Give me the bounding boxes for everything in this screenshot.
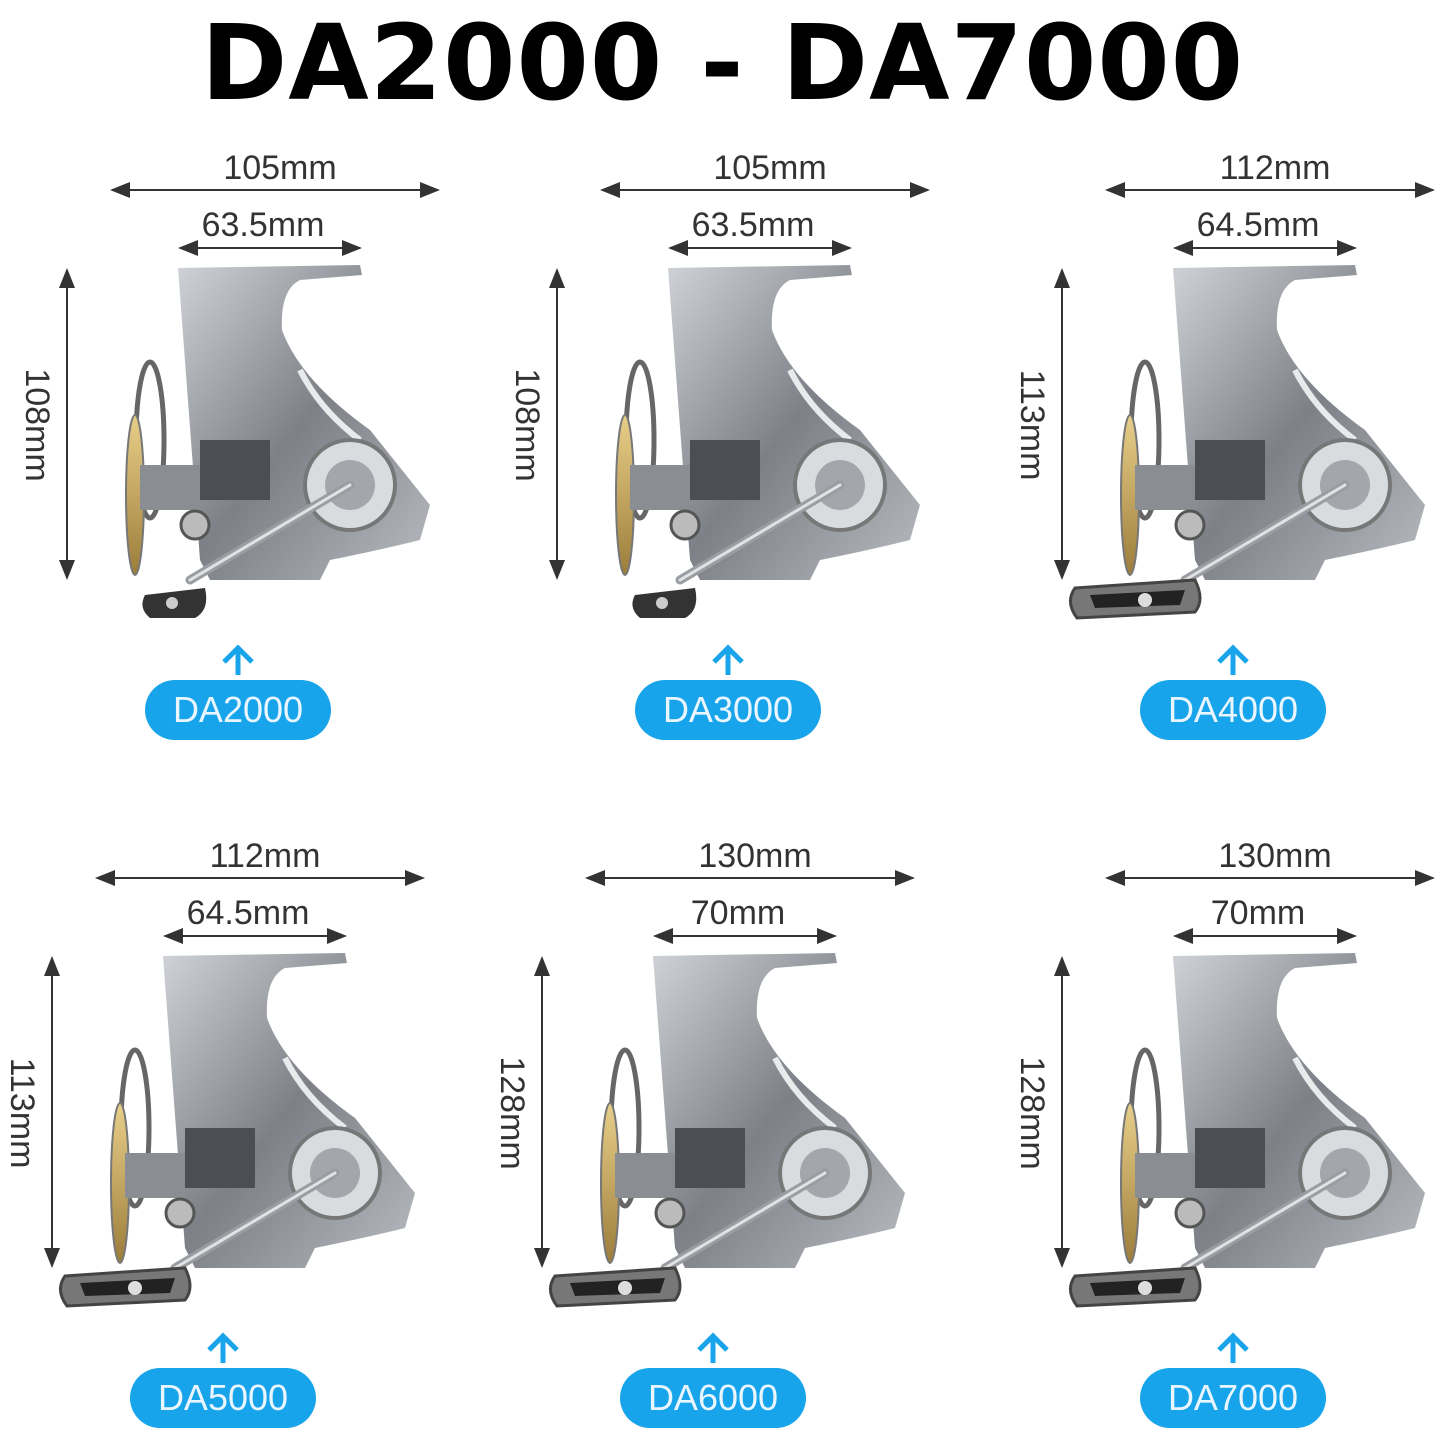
- arrow-up-icon: [1217, 1332, 1249, 1363]
- handle-knob-t: [549, 1266, 682, 1308]
- width-label: 105mm: [223, 149, 337, 187]
- reel-diagram: [44, 870, 425, 1363]
- width-label: 105mm: [713, 149, 827, 187]
- reel-size-card: 112mm 64.5mm 113mm DA4000: [995, 140, 1445, 760]
- fishing-reel-image: [615, 265, 920, 618]
- arrow-up-icon: [207, 1332, 239, 1363]
- fishing-reel-image: [1069, 265, 1425, 620]
- fishing-reel-image: [125, 265, 430, 618]
- arrow-up-icon: [697, 1332, 729, 1363]
- reel-diagram: [549, 182, 930, 675]
- handle-knob-round: [142, 588, 207, 618]
- inner-width-label: 63.5mm: [201, 206, 325, 244]
- width-label: 112mm: [209, 837, 321, 875]
- width-label: 130mm: [1218, 837, 1332, 875]
- handle-knob-t: [1069, 1266, 1202, 1308]
- model-badge: DA2000: [145, 680, 331, 740]
- inner-width-label: 64.5mm: [1196, 206, 1320, 244]
- model-badge: DA6000: [620, 1368, 806, 1428]
- page-title: DA2000 - DA7000: [200, 2, 1245, 124]
- model-badge: DA3000: [635, 680, 821, 740]
- reel-diagram: [534, 870, 915, 1363]
- reel-size-card: 112mm 64.5mm 113mm DA5000: [0, 828, 465, 1448]
- height-label: 128mm: [1013, 1056, 1051, 1170]
- inner-width-label: 70mm: [1210, 894, 1306, 932]
- reel-diagram: [1054, 870, 1435, 1363]
- height-label: 108mm: [508, 368, 546, 482]
- fishing-reel-image: [59, 953, 415, 1308]
- height-label: 113mm: [3, 1057, 41, 1169]
- reel-size-card: 130mm 70mm 128mm DA7000: [995, 828, 1445, 1448]
- model-badge: DA7000: [1140, 1368, 1326, 1428]
- model-badge: DA4000: [1140, 680, 1326, 740]
- handle-knob-round: [632, 588, 697, 618]
- inner-width-label: 70mm: [690, 894, 786, 932]
- width-label: 112mm: [1219, 149, 1331, 187]
- height-label: 113mm: [1013, 369, 1051, 481]
- inner-width-label: 64.5mm: [186, 894, 310, 932]
- reel-diagram: [1054, 182, 1435, 675]
- reel-size-card: 130mm 70mm 128mm DA6000: [475, 828, 955, 1448]
- arrow-up-icon: [222, 644, 254, 675]
- fishing-reel-image: [1069, 953, 1425, 1308]
- handle-knob-t: [1069, 578, 1202, 620]
- handle-knob-t: [59, 1266, 192, 1308]
- model-badge: DA5000: [130, 1368, 316, 1428]
- reel-size-card: 105mm 63.5mm 108mm DA2000: [0, 140, 480, 760]
- reel-size-card: 105mm 63.5mm 108mm DA3000: [490, 140, 970, 760]
- height-label: 128mm: [493, 1056, 531, 1170]
- reel-diagram: [59, 182, 440, 675]
- width-label: 130mm: [698, 837, 812, 875]
- inner-width-label: 63.5mm: [691, 206, 815, 244]
- height-label: 108mm: [18, 368, 56, 482]
- arrow-up-icon: [1217, 644, 1249, 675]
- arrow-up-icon: [712, 644, 744, 675]
- fishing-reel-image: [549, 953, 905, 1308]
